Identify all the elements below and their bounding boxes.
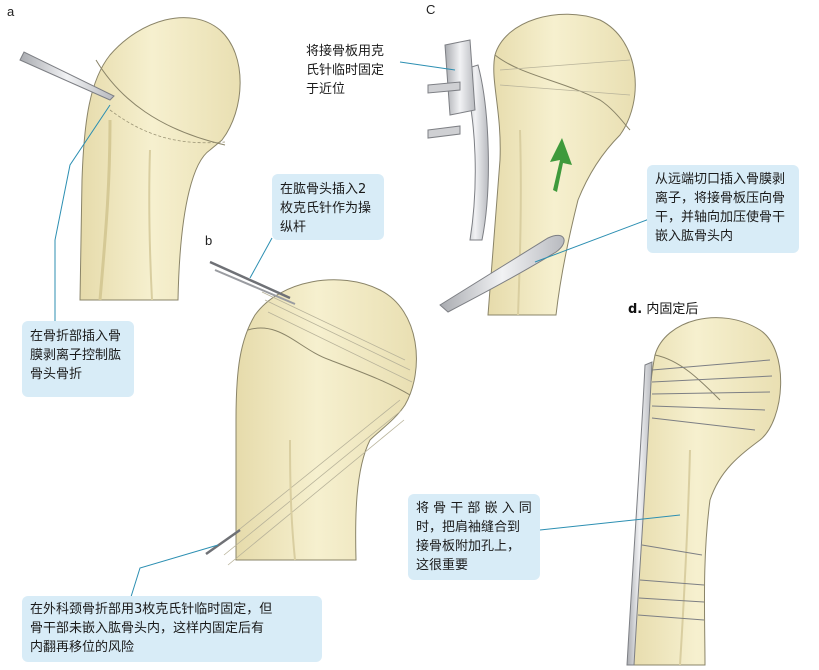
note-elevator-control: 在骨折部插入骨 膜剥离子控制肱 骨头骨折 — [22, 321, 134, 397]
humerus-d — [627, 317, 782, 666]
note-line: 时，把肩袖缝合到 — [416, 520, 521, 535]
note-line: 氏针临时固定 — [306, 63, 385, 78]
note-line: 嵌入肱骨头内 — [655, 229, 734, 244]
note-axial-compression: 从远端切口插入骨膜剥 离子，将接骨板压向骨 干，并轴向加压使骨干 嵌入肱骨头内 — [647, 165, 799, 253]
note-line: 这很重要 — [416, 558, 469, 573]
panel-label-a: a — [7, 4, 15, 19]
plate-d — [626, 361, 653, 666]
panel-label-d: d. 内固定后 — [628, 298, 698, 317]
note-kwires-joystick: 在肱骨头插入2 枚克氏针作为操 纵杆 — [272, 174, 384, 240]
note-line: 将接骨板用克 — [306, 44, 385, 59]
humerus-a — [79, 17, 241, 301]
note-line: 将 骨 干 部 嵌 入 同 — [416, 501, 532, 516]
note-line: 骨头骨折 — [30, 367, 83, 382]
humerus-b — [219, 279, 417, 566]
note-line: 枚克氏针作为操 — [280, 201, 372, 216]
note-line: 内翻再移位的风险 — [30, 640, 135, 655]
plate-c — [427, 39, 489, 241]
note-rotator-cuff-suture: 将 骨 干 部 嵌 入 同 时，把肩袖缝合到 接骨板附加孔上， 这很重要 — [408, 494, 540, 580]
note-line: 从远端切口插入骨膜剥 — [655, 172, 786, 187]
periosteal-elevator-a — [19, 51, 115, 101]
panel-title-d: 内固定后 — [646, 302, 699, 317]
k-wires-b — [205, 260, 296, 556]
note-line: 离子，将接骨板压向骨 — [655, 191, 786, 206]
screws-d — [637, 359, 773, 621]
periosteal-elevator-c — [439, 234, 565, 313]
panel-label-b: b — [205, 233, 213, 248]
note-line: 骨干部未嵌入肱骨头内，这样内固定后有 — [30, 621, 265, 636]
note-line: 膜剥离子控制肱 — [30, 348, 122, 363]
note-line: 在肱骨头插入2 — [280, 182, 367, 197]
note-plate-temporary-fixation: 将接骨板用克 氏针临时固定 于近位 — [306, 42, 406, 99]
leader-lines — [54, 61, 681, 601]
note-line: 在骨折部插入骨 — [30, 329, 122, 344]
note-line: 于近位 — [306, 82, 346, 97]
panel-label-c: C — [426, 2, 436, 17]
panel-letter-d: d. — [628, 302, 643, 317]
green-arrow-icon — [550, 138, 572, 192]
note-line: 接骨板附加孔上， — [416, 539, 521, 554]
note-varus-risk: 在外科颈骨折部用3枚克氏针临时固定，但 骨干部未嵌入肱骨头内，这样内固定后有 内… — [22, 596, 322, 662]
note-line: 纵杆 — [280, 220, 307, 235]
note-line: 干，并轴向加压使骨干 — [655, 210, 786, 225]
note-line: 在外科颈骨折部用3枚克氏针临时固定，但 — [30, 602, 273, 617]
